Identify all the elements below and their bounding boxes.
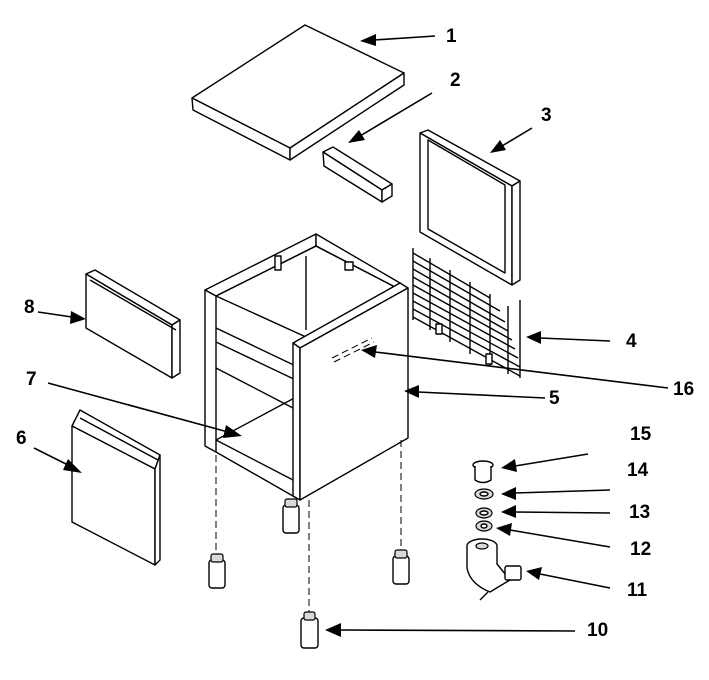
label-14: 14 (627, 460, 649, 481)
label-1: 1 (446, 26, 457, 47)
part-14-washer (474, 488, 494, 500)
label-16: 16 (673, 379, 695, 400)
part-12-nut (475, 520, 493, 532)
part-6-door (71, 409, 161, 566)
label-11: 11 (627, 580, 648, 601)
label-8: 8 (24, 297, 35, 318)
label-12: 12 (630, 539, 652, 560)
part-15-plug (472, 460, 494, 484)
label-7: 7 (26, 369, 37, 390)
label-13: 13 (629, 502, 651, 523)
part-8-side-panel (85, 269, 181, 379)
part-10-leg (300, 611, 319, 649)
label-5: 5 (549, 388, 560, 409)
part-13-washer (475, 507, 493, 519)
label-2: 2 (450, 70, 461, 91)
leg-center (282, 498, 300, 534)
part-11-drain-elbow (466, 538, 522, 601)
part-3-rear-panel (419, 129, 521, 286)
leader-arrows (33, 34, 669, 637)
label-15: 15 (630, 424, 652, 445)
legs (208, 440, 410, 649)
part-4-grille (412, 248, 521, 378)
label-4: 4 (626, 331, 637, 352)
label-6: 6 (16, 428, 27, 449)
leg-front-left (208, 553, 226, 589)
part-16-vent (331, 337, 375, 363)
leg-rear-right (392, 549, 410, 585)
part-1-top-cover (191, 24, 405, 161)
label-10: 10 (587, 620, 609, 641)
part-5-cabinet (204, 233, 409, 501)
part-2-bracket (322, 146, 393, 203)
label-3: 3 (541, 105, 552, 126)
